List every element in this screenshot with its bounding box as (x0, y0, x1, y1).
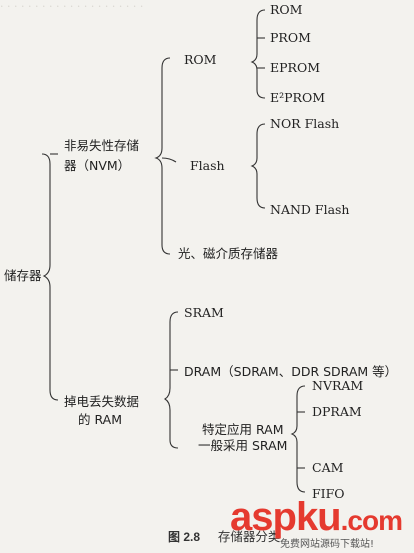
root-storage-label: 储存器 (4, 268, 42, 283)
rom-child-eprom: EPROM (270, 60, 320, 75)
sram-label: SRAM (184, 305, 224, 320)
flash-child-nand: NAND Flash (270, 202, 350, 217)
special-child-nvram: NVRAM (312, 378, 364, 393)
flash-group-label: Flash (190, 158, 225, 173)
aspku-watermark-logo: aspku.com 免费网站源码下载站! (230, 495, 403, 550)
ram-label-line2: 的 RAM (78, 412, 122, 427)
special-child-cam: CAM (312, 460, 344, 475)
nvm-label-line2: 器（NVM） (64, 158, 131, 173)
figure-caption: 图 2.8 存储器分类 (168, 526, 280, 545)
ram-label-line1: 掉电丢失数据 (64, 394, 140, 409)
special-ram-label-line1: 特定应用 RAM (202, 422, 284, 437)
rom-child-prom: PROM (270, 30, 311, 45)
rom-group-label: ROM (184, 52, 217, 67)
nvm-label-line1: 非易失性存储 (64, 138, 140, 153)
special-ram-label-line2: 一般采用 SRAM (198, 438, 288, 453)
rom-child-rom: ROM (270, 2, 303, 17)
magnetic-storage-label: 光、磁介质存储器 (178, 246, 279, 261)
dram-label: DRAM（SDRAM、DDR SDRAM 等） (184, 364, 398, 379)
figure-title: 存储器分类 (217, 529, 281, 544)
flash-child-nor: NOR Flash (270, 116, 340, 131)
special-child-dpram: DPRAM (312, 404, 362, 419)
rom-child-e2prom: E²PROM (270, 90, 326, 105)
figure-number: 图 2.8 (168, 530, 201, 544)
watermark-subtitle: 免费网站源码下载站! (280, 539, 375, 550)
special-child-fifo: FIFO (312, 486, 345, 501)
